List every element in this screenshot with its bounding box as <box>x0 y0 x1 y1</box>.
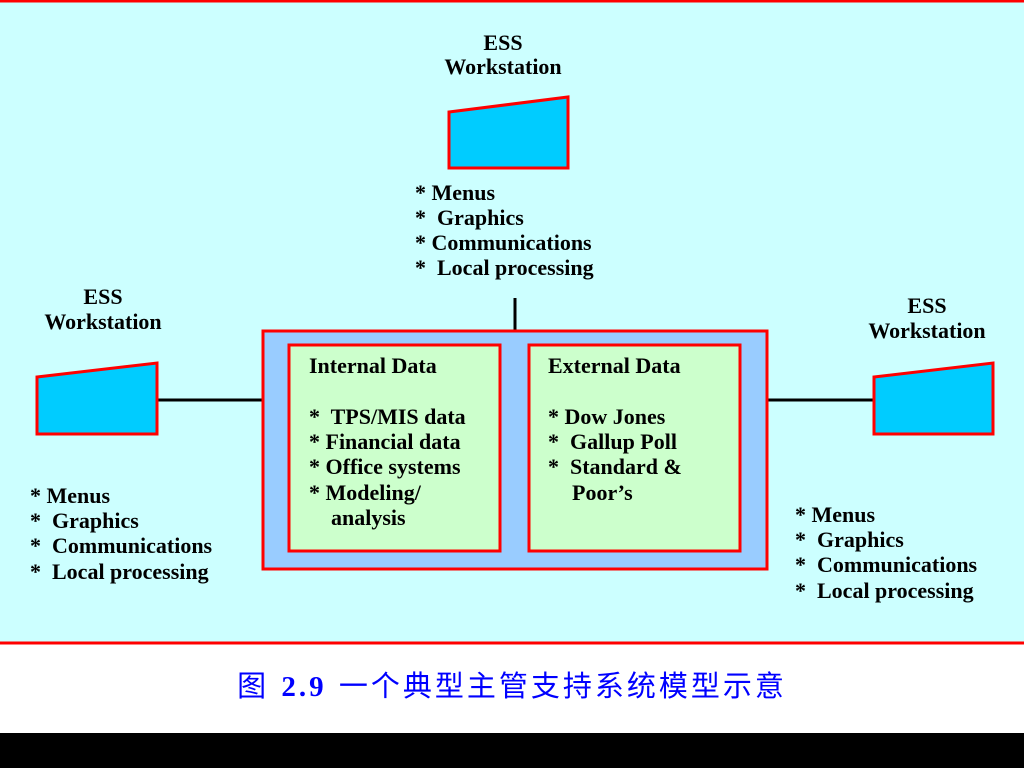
workstation-top-feature: * Communications <box>415 230 592 255</box>
internal-data-item: analysis <box>331 505 406 530</box>
central-data-store: Internal Data * TPS/MIS data * Financial… <box>261 329 769 571</box>
workstation-top-feature: * Menus <box>415 180 496 205</box>
external-data-title: External Data <box>548 353 681 378</box>
workstation-left-monitor-icon <box>35 361 159 436</box>
workstation-right-monitor-icon <box>872 361 995 436</box>
workstation-top-feature: * Local processing <box>415 255 594 280</box>
workstation-right-feature: * Local processing <box>795 578 974 603</box>
workstation-right: ESS Workstation * Menus * Graphics * Com… <box>795 293 995 603</box>
footer-bar <box>0 733 1024 768</box>
workstation-right-label-line1: ESS <box>907 293 946 318</box>
workstation-left-label-line2: Workstation <box>44 309 161 334</box>
workstation-right-feature: * Communications <box>795 552 978 577</box>
workstation-left-label-line1: ESS <box>83 284 122 309</box>
external-data-item: * Gallup Poll <box>548 429 677 454</box>
workstation-right-label-line2: Workstation <box>868 318 985 343</box>
external-data-panel: External Data * Dow Jones * Gallup Poll … <box>527 343 742 553</box>
caption-prefix: 图 <box>237 669 281 703</box>
external-data-item: * Standard & <box>548 454 682 479</box>
caption-text: 一个典型主管支持系统模型示意 <box>327 669 787 703</box>
workstation-left: ESS Workstation * Menus * Graphics * Com… <box>30 284 213 584</box>
internal-data-item: * Office systems <box>309 454 461 479</box>
workstation-top-label-line2: Workstation <box>444 54 561 79</box>
internal-data-item: * Modeling/ <box>309 480 422 505</box>
workstation-left-feature: * Local processing <box>30 559 209 584</box>
workstation-right-feature: * Menus <box>795 502 876 527</box>
internal-data-title: Internal Data <box>309 353 437 378</box>
workstation-left-feature: * Graphics <box>30 508 139 533</box>
workstation-left-feature: * Communications <box>30 533 213 558</box>
workstation-top: ESS Workstation * Menus * Graphics * Com… <box>415 30 594 280</box>
workstation-right-feature: * Graphics <box>795 527 904 552</box>
internal-data-item: * TPS/MIS data <box>309 404 466 429</box>
caption-number: 2.9 <box>281 671 326 703</box>
internal-data-item: * Financial data <box>309 429 461 454</box>
workstation-top-monitor-icon <box>447 95 570 170</box>
external-data-box <box>527 343 742 553</box>
external-data-item: * Dow Jones <box>548 404 666 429</box>
workstation-top-label-line1: ESS <box>483 30 522 55</box>
internal-data-box <box>287 343 502 553</box>
external-data-item: Poor’s <box>572 480 633 505</box>
internal-data-panel: Internal Data * TPS/MIS data * Financial… <box>287 343 502 553</box>
workstation-left-feature: * Menus <box>30 483 111 508</box>
figure-caption: 图 2.9 一个典型主管支持系统模型示意 <box>237 669 787 703</box>
workstation-top-feature: * Graphics <box>415 205 524 230</box>
